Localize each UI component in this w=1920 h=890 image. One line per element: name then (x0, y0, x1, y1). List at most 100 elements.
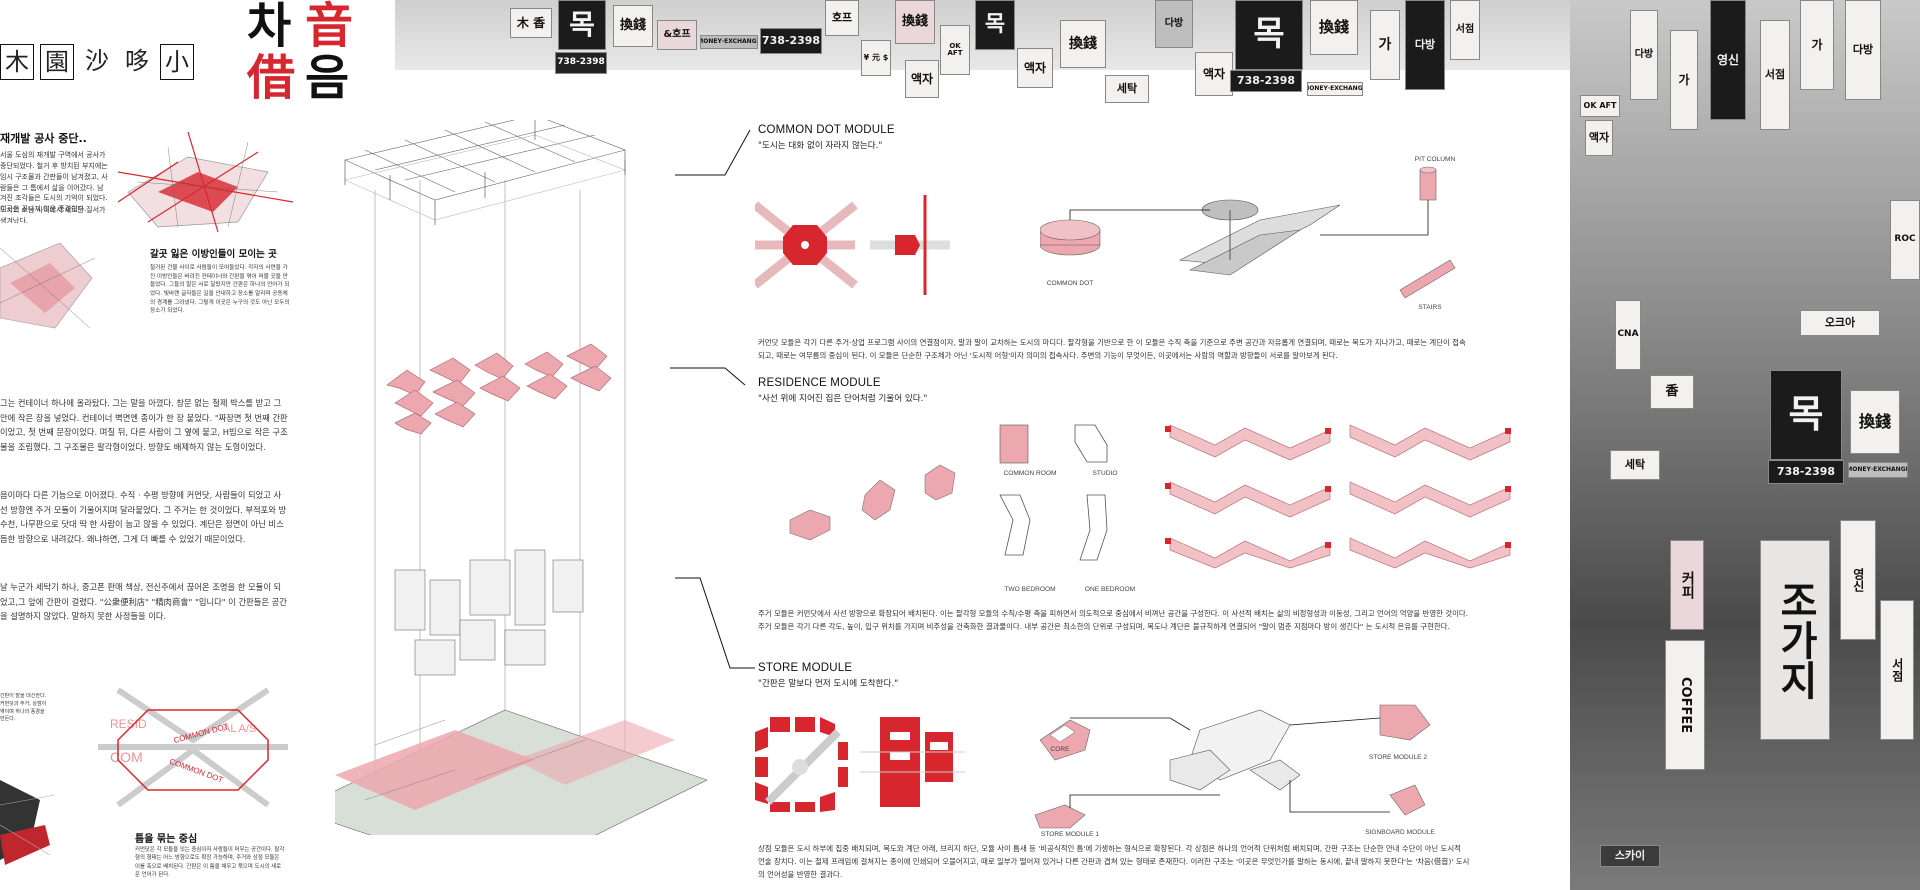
title-hanja-1: 木 (0, 44, 34, 80)
sign-r-vert-1: 다방 (1630, 10, 1658, 100)
sign-r-vert-4: 서점 (1760, 20, 1790, 130)
ring-label-left-a: RESID (110, 717, 147, 731)
ring-label-right: AL A/S (223, 723, 256, 735)
label-two-bedroom: TWO BEDROOM (1004, 586, 1056, 593)
sign-exchange-3: 換錢 (1060, 20, 1106, 68)
sign-r-vert-2: 가 (1670, 30, 1698, 130)
left-text-1: 서울 도심의 재개발 구역에서 공사가 중단되었다. 철거 후 방치된 부지에는… (0, 151, 108, 214)
sign-money-2: MONEY·EXCHANGE (1307, 82, 1363, 96)
sign-phone: 738-2398 (555, 52, 607, 74)
residence-module-text: 주거 모듈은 커먼닷에서 사선 방향으로 확장되어 배치된다. 이는 팔각형 모… (758, 609, 1469, 631)
title-hanja-3: 沙 (85, 47, 109, 75)
sign-jukhyang: 木 香 (510, 8, 552, 38)
left-map-diagram-top (118, 132, 293, 232)
left-ring-diagram: COMMON DOT COMMON DOT RESID COM AL A/S (98, 687, 288, 808)
title-char-tr: 音 (305, 0, 354, 54)
sign-vert-3: 서점 (1450, 0, 1480, 60)
common-module-quote: "도시는 대화 없이 자라지 않는다." (758, 141, 883, 151)
sign-r-okaft: OK AFT (1580, 95, 1620, 117)
left-story-p3: 날 누군가 세탁기 하나, 중고폰 판매 책상, 전신주에서 끊어온 조명을 한… (0, 582, 287, 622)
sign-r-vert-9: 서점 (1880, 600, 1914, 740)
label-one-bedroom: ONE BEDROOM (1084, 586, 1136, 593)
left-text-1b: 도시의 소음 사이에서 새로운 질서가 생겨났다. (0, 206, 106, 223)
label-store-module-2: STORE MODULE 2 (1368, 754, 1428, 761)
sign-r-hyang: 香 (1650, 375, 1694, 409)
sign-r-coffee-kr: 커피 (1670, 540, 1704, 630)
sign-small-vert: 다방 (1155, 0, 1193, 48)
sign-mok-3: 목 (1235, 0, 1303, 70)
label-studio: STUDIO (1092, 470, 1118, 477)
common-module-text: 커먼닷 모듈은 각기 다른 주거·상업 프로그램 사이의 연결점이자, 말과 말… (758, 338, 1466, 360)
common-dot-axon (1040, 166, 1456, 299)
center-heading: 틈을 묶는 중심 (135, 834, 198, 845)
sign-phone-2: 738-2398 (760, 28, 822, 54)
store-axon (1034, 704, 1431, 829)
sign-frame-2: 액자 (1017, 48, 1053, 88)
residence-volumes (789, 464, 956, 541)
title-block: 木 園 沙 哆 小 차 音 借 음 (0, 0, 380, 115)
sign-mok-2: 목 (975, 0, 1015, 50)
store-module-title: STORE MODULE (758, 662, 853, 674)
label-core: CORE (1050, 746, 1070, 753)
sign-mok-large: 목 (558, 0, 606, 50)
left-text-2: 철거된 건물 사이로 사람들이 모여들었다. 각자의 사연을 가진 이방인들은 … (150, 265, 290, 315)
residence-module-quote: "사선 위에 지어진 집은 단어처럼 기울어 있다." (758, 394, 928, 404)
base-plane (335, 709, 708, 835)
label-common-room: COMMON ROOM (1003, 470, 1057, 477)
sign-r-cna: CNA (1615, 300, 1641, 370)
title-hanja-4: 哆 (125, 47, 149, 75)
label-pit-column: PIT COLUMN (1414, 156, 1456, 163)
sign-r-jogaji: 조가지 (1760, 540, 1830, 740)
ring-label-top: COMMON DOT (173, 722, 230, 745)
sign-exchange-2: 換錢 (895, 0, 935, 44)
residence-module-title: RESIDENCE MODULE (758, 377, 881, 389)
sign-r-phone: 738-2398 (1768, 460, 1844, 484)
title-hanja-row: 木 園 沙 哆 小 (0, 44, 194, 80)
title-hanja-2: 園 (40, 44, 74, 80)
sign-r-coffee: COFFEE (1665, 640, 1705, 770)
sign-vert-1: 가 (1370, 10, 1400, 80)
left-bottom-red-model (0, 780, 55, 865)
sign-frame-3: 액자 (1195, 52, 1233, 96)
sign-r-frame: 액자 (1585, 120, 1613, 156)
sign-money: MONEY·EXCHANGE (700, 35, 758, 49)
sign-r-vert-3: 영신 (1710, 0, 1746, 120)
sign-r-money: MONEY·EXCHANGE (1848, 462, 1908, 478)
left-heading-2: 갈곳 잃은 이방인들이 모이는 곳 (150, 249, 277, 260)
sign-r-laundry: 세탁 (1610, 450, 1660, 480)
sign-exchange-4: 換錢 (1310, 0, 1358, 55)
store-module-text: 상점 모듈은 도시 하부에 집중 배치되며, 복도와 계단 아래, 브리지 하단… (758, 844, 1470, 879)
store-module-quote: "간판은 말보다 먼저 도시에 도착한다." (758, 679, 899, 689)
sign-r-vert-8: 영신 (1840, 520, 1876, 640)
left-map-diagram-mid (0, 242, 95, 329)
sign-r-vert-5: 가 (1800, 0, 1834, 90)
left-heading-1: 재개발 공사 중단.. (0, 132, 87, 145)
sign-vert-2: 다방 (1405, 0, 1445, 90)
sign-r-sky: 스카이 (1600, 845, 1660, 867)
common-module-title: COMMON DOT MODULE (758, 124, 895, 136)
ring-label-left-b: COM (110, 749, 143, 765)
left-story-p1: 그는 컨테이너 하나에 올라탔다. 그는 말을 아꼈다. 창문 없는 철제 박스… (0, 398, 288, 452)
label-common-dot: COMMON DOT (1046, 280, 1094, 287)
sign-hof: &호프 (657, 20, 697, 50)
sign-yen: ¥ 元 $ (861, 40, 891, 76)
sign-phone-3: 738-2398 (1230, 70, 1302, 92)
sign-r-vert-7: ROC (1890, 200, 1920, 280)
sign-r-mok: 목 (1770, 370, 1842, 460)
ring-label-bottom: COMMON DOT (168, 757, 224, 785)
residence-module-cluster (386, 343, 612, 435)
label-signboard-module: SIGNBOARD MODULE (1365, 829, 1435, 836)
left-story-p2: 음이마다 다른 기능으로 이어졌다. 수직 · 수평 방향에 커먼닷, 사람들이… (0, 490, 287, 544)
connector-lines (670, 129, 755, 669)
sign-r-ohkua: 오크아 (1800, 310, 1880, 336)
residence-plans (999, 424, 1108, 561)
right-signage-collage: OK AFT 액자 다방 가 영신 서점 가 다방 ROC CNA 오크아 세탁… (1570, 0, 1920, 890)
store-plan-diagrams (755, 717, 965, 812)
label-store-module-1: STORE MODULE 1 (1040, 831, 1100, 838)
title-char-bl: 借 (247, 50, 296, 106)
title-char-tl: 차 (247, 0, 292, 54)
sign-exchange: 換錢 (613, 5, 653, 47)
label-stairs: STAIRS (1418, 304, 1442, 311)
title-hanja-5: 小 (160, 44, 194, 80)
sign-okaft: OK AFT (940, 25, 970, 75)
